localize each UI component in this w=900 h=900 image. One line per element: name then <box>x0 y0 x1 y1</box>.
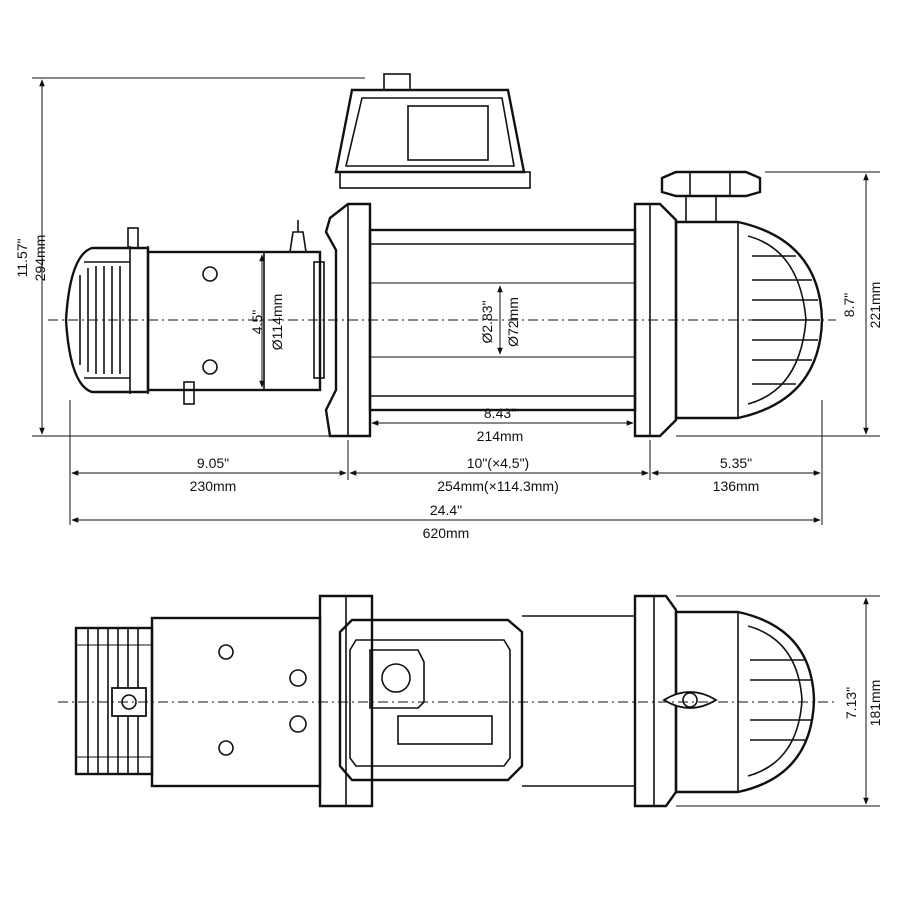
drum-diameter-dimension: Ø2.83" Ø72mm <box>479 285 521 355</box>
top-drum <box>522 615 635 787</box>
height-inch-label: 11.57" <box>14 238 30 277</box>
side-view: 11.57" 294mm <box>14 73 883 541</box>
height-dimension: 11.57" 294mm <box>14 77 365 437</box>
length-breakdown-dimension: 9.05" 230mm 10"(×4.5") 254mm(×114.3mm) 5… <box>69 400 823 525</box>
drum-diameter-inch: Ø2.83" <box>479 300 495 343</box>
control-box <box>334 73 531 189</box>
mount-spacing-inch: 10"(×4.5") <box>467 455 529 471</box>
gearbox-height-dimension: 8.7" 221mm <box>676 171 883 437</box>
top-control-box <box>338 618 524 782</box>
total-length-dimension: 24.4" 620mm <box>71 502 821 541</box>
clutch-handle <box>660 170 762 223</box>
drum-length-mm: 214mm <box>477 428 524 444</box>
top-view: 7.13" 181mm <box>58 594 883 808</box>
total-length-inch: 24.4" <box>430 502 462 518</box>
top-clutch-knob <box>662 691 718 709</box>
motor-end-cap <box>64 227 150 394</box>
gearbox-length-inch: 5.35" <box>720 455 752 471</box>
top-motor-end-cap <box>74 626 154 776</box>
gearbox-height-mm: 221mm <box>867 282 883 329</box>
drum-length-inch: 8.43" <box>484 405 516 421</box>
motor-length-mm: 230mm <box>190 478 237 494</box>
height-mm-label: 294mm <box>32 235 48 282</box>
motor-body <box>146 220 325 405</box>
gearbox-length-mm: 136mm <box>713 478 760 494</box>
mount-spacing-mm: 254mm(×114.3mm) <box>437 478 559 494</box>
gearbox-height-inch: 8.7" <box>841 293 857 317</box>
motor-length-inch: 9.05" <box>197 455 229 471</box>
top-left-end-plate <box>318 594 374 808</box>
motor-diameter-dimension: 4.5" Ø114mm <box>249 254 285 388</box>
drum-diameter-mm: Ø72mm <box>505 297 521 347</box>
top-motor-body <box>150 616 322 788</box>
depth-inch: 7.13" <box>843 687 859 719</box>
depth-mm: 181mm <box>867 680 883 727</box>
top-gearbox <box>674 610 816 794</box>
total-length-mm: 620mm <box>423 525 470 541</box>
drum-length-dimension: 8.43" 214mm <box>371 405 634 444</box>
depth-dimension: 7.13" 181mm <box>676 595 883 807</box>
motor-diameter-mm: Ø114mm <box>269 294 285 351</box>
motor-diameter-inch: 4.5" <box>249 310 265 334</box>
